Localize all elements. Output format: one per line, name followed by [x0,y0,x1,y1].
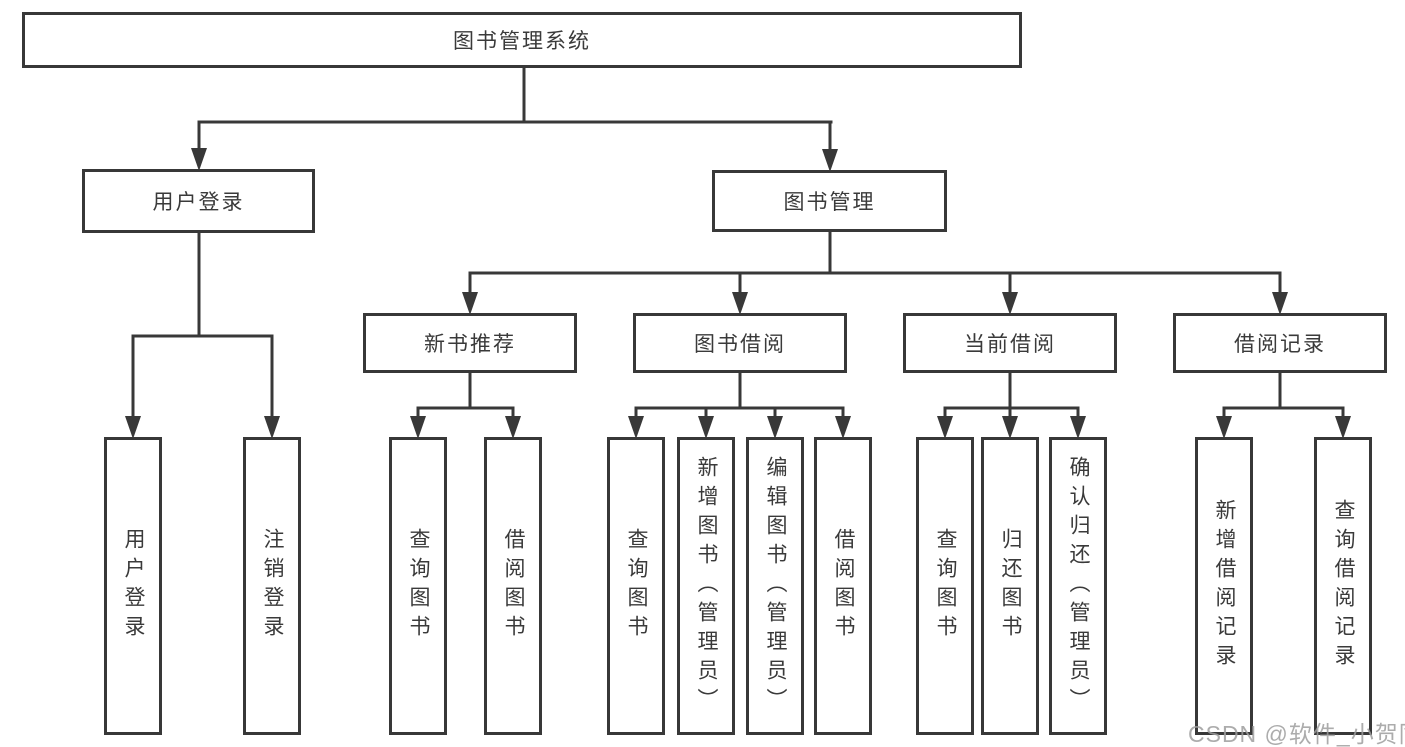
leaf-user-login: 用户登录 [104,437,162,735]
wire-records-to-leaves [1222,370,1345,426]
node-root-label: 图书管理系统 [453,30,591,53]
arrow-down-icon [698,416,714,439]
arrow-down-icon [1002,292,1018,315]
leaf-edit-books-admin-label: 编辑图书（管理员） [764,455,787,717]
node-book-borrow-label: 图书借阅 [694,333,786,356]
arrow-down-icon [822,149,838,172]
wire-login-to-leaves [131,230,274,426]
arrow-down-icon [125,416,141,439]
leaf-logout-label: 注销登录 [261,528,284,644]
arrow-down-icon [937,416,953,439]
arrow-down-icon [462,292,478,315]
arrow-down-icon [628,416,644,439]
node-user-login-branch-label: 用户登录 [152,191,245,214]
leaf-query-borrow-record-label: 查询借阅记录 [1332,499,1355,673]
leaf-add-books-admin: 新增图书（管理员） [677,437,735,735]
leaf-confirm-return-admin: 确认归还（管理员） [1049,437,1107,735]
arrow-down-icon [1002,416,1018,439]
leaf-add-borrow-record: 新增借阅记录 [1195,437,1253,735]
node-current-borrow: 当前借阅 [903,313,1117,373]
leaf-edit-books-admin: 编辑图书（管理员） [746,437,804,735]
leaf-recommend-borrow-books-label: 借阅图书 [502,528,525,644]
wire-root-to-level2 [197,65,833,160]
arrow-down-icon [191,148,207,171]
leaf-add-borrow-record-label: 新增借阅记录 [1213,499,1236,673]
node-new-book-recommend-label: 新书推荐 [424,333,516,356]
leaf-recommend-query-books-label: 查询图书 [407,528,430,644]
arrow-down-icon [732,292,748,315]
leaf-borrow-query-books: 查询图书 [607,437,665,735]
wire-recommend-to-leaves [416,370,515,426]
node-borrow-records: 借阅记录 [1173,313,1387,373]
leaf-confirm-return-admin-label: 确认归还（管理员） [1067,455,1090,717]
node-book-mgmt-branch-label: 图书管理 [783,191,876,214]
leaf-borrow-borrow-books: 借阅图书 [814,437,872,735]
leaf-current-query-books-label: 查询图书 [934,528,957,644]
node-book-borrow: 图书借阅 [633,313,847,373]
arrow-down-icon [1216,416,1232,439]
connector-paths [131,65,1345,426]
node-user-login-branch: 用户登录 [82,169,315,233]
leaf-user-login-label: 用户登录 [122,528,145,644]
arrow-down-icon [767,416,783,439]
node-book-mgmt-branch: 图书管理 [712,170,947,232]
wire-borrow-to-leaves [634,370,845,426]
leaf-current-query-books: 查询图书 [916,437,974,735]
node-borrow-records-label: 借阅记录 [1234,333,1326,356]
watermark: CSDN @软件_小贺同学 [1188,721,1405,747]
node-new-book-recommend: 新书推荐 [363,313,577,373]
leaf-logout: 注销登录 [243,437,301,735]
node-current-borrow-label: 当前借阅 [964,333,1056,356]
leaf-borrow-borrow-books-label: 借阅图书 [832,528,855,644]
arrow-down-icon [1335,416,1351,439]
wire-mgmt-to-level3 [468,229,1282,302]
leaf-add-books-admin-label: 新增图书（管理员） [695,455,718,717]
arrow-down-icon [264,416,280,439]
leaf-return-books: 归还图书 [981,437,1039,735]
arrow-down-icon [1070,416,1086,439]
arrow-down-icon [410,416,426,439]
arrow-down-icon [835,416,851,439]
leaf-recommend-borrow-books: 借阅图书 [484,437,542,735]
leaf-return-books-label: 归还图书 [999,528,1022,644]
leaf-recommend-query-books: 查询图书 [389,437,447,735]
arrow-down-icon [505,416,521,439]
leaf-query-borrow-record: 查询借阅记录 [1314,437,1372,735]
arrowheads [125,148,1351,439]
arrow-down-icon [1272,292,1288,315]
leaf-borrow-query-books-label: 查询图书 [625,528,648,644]
node-root: 图书管理系统 [22,12,1022,68]
